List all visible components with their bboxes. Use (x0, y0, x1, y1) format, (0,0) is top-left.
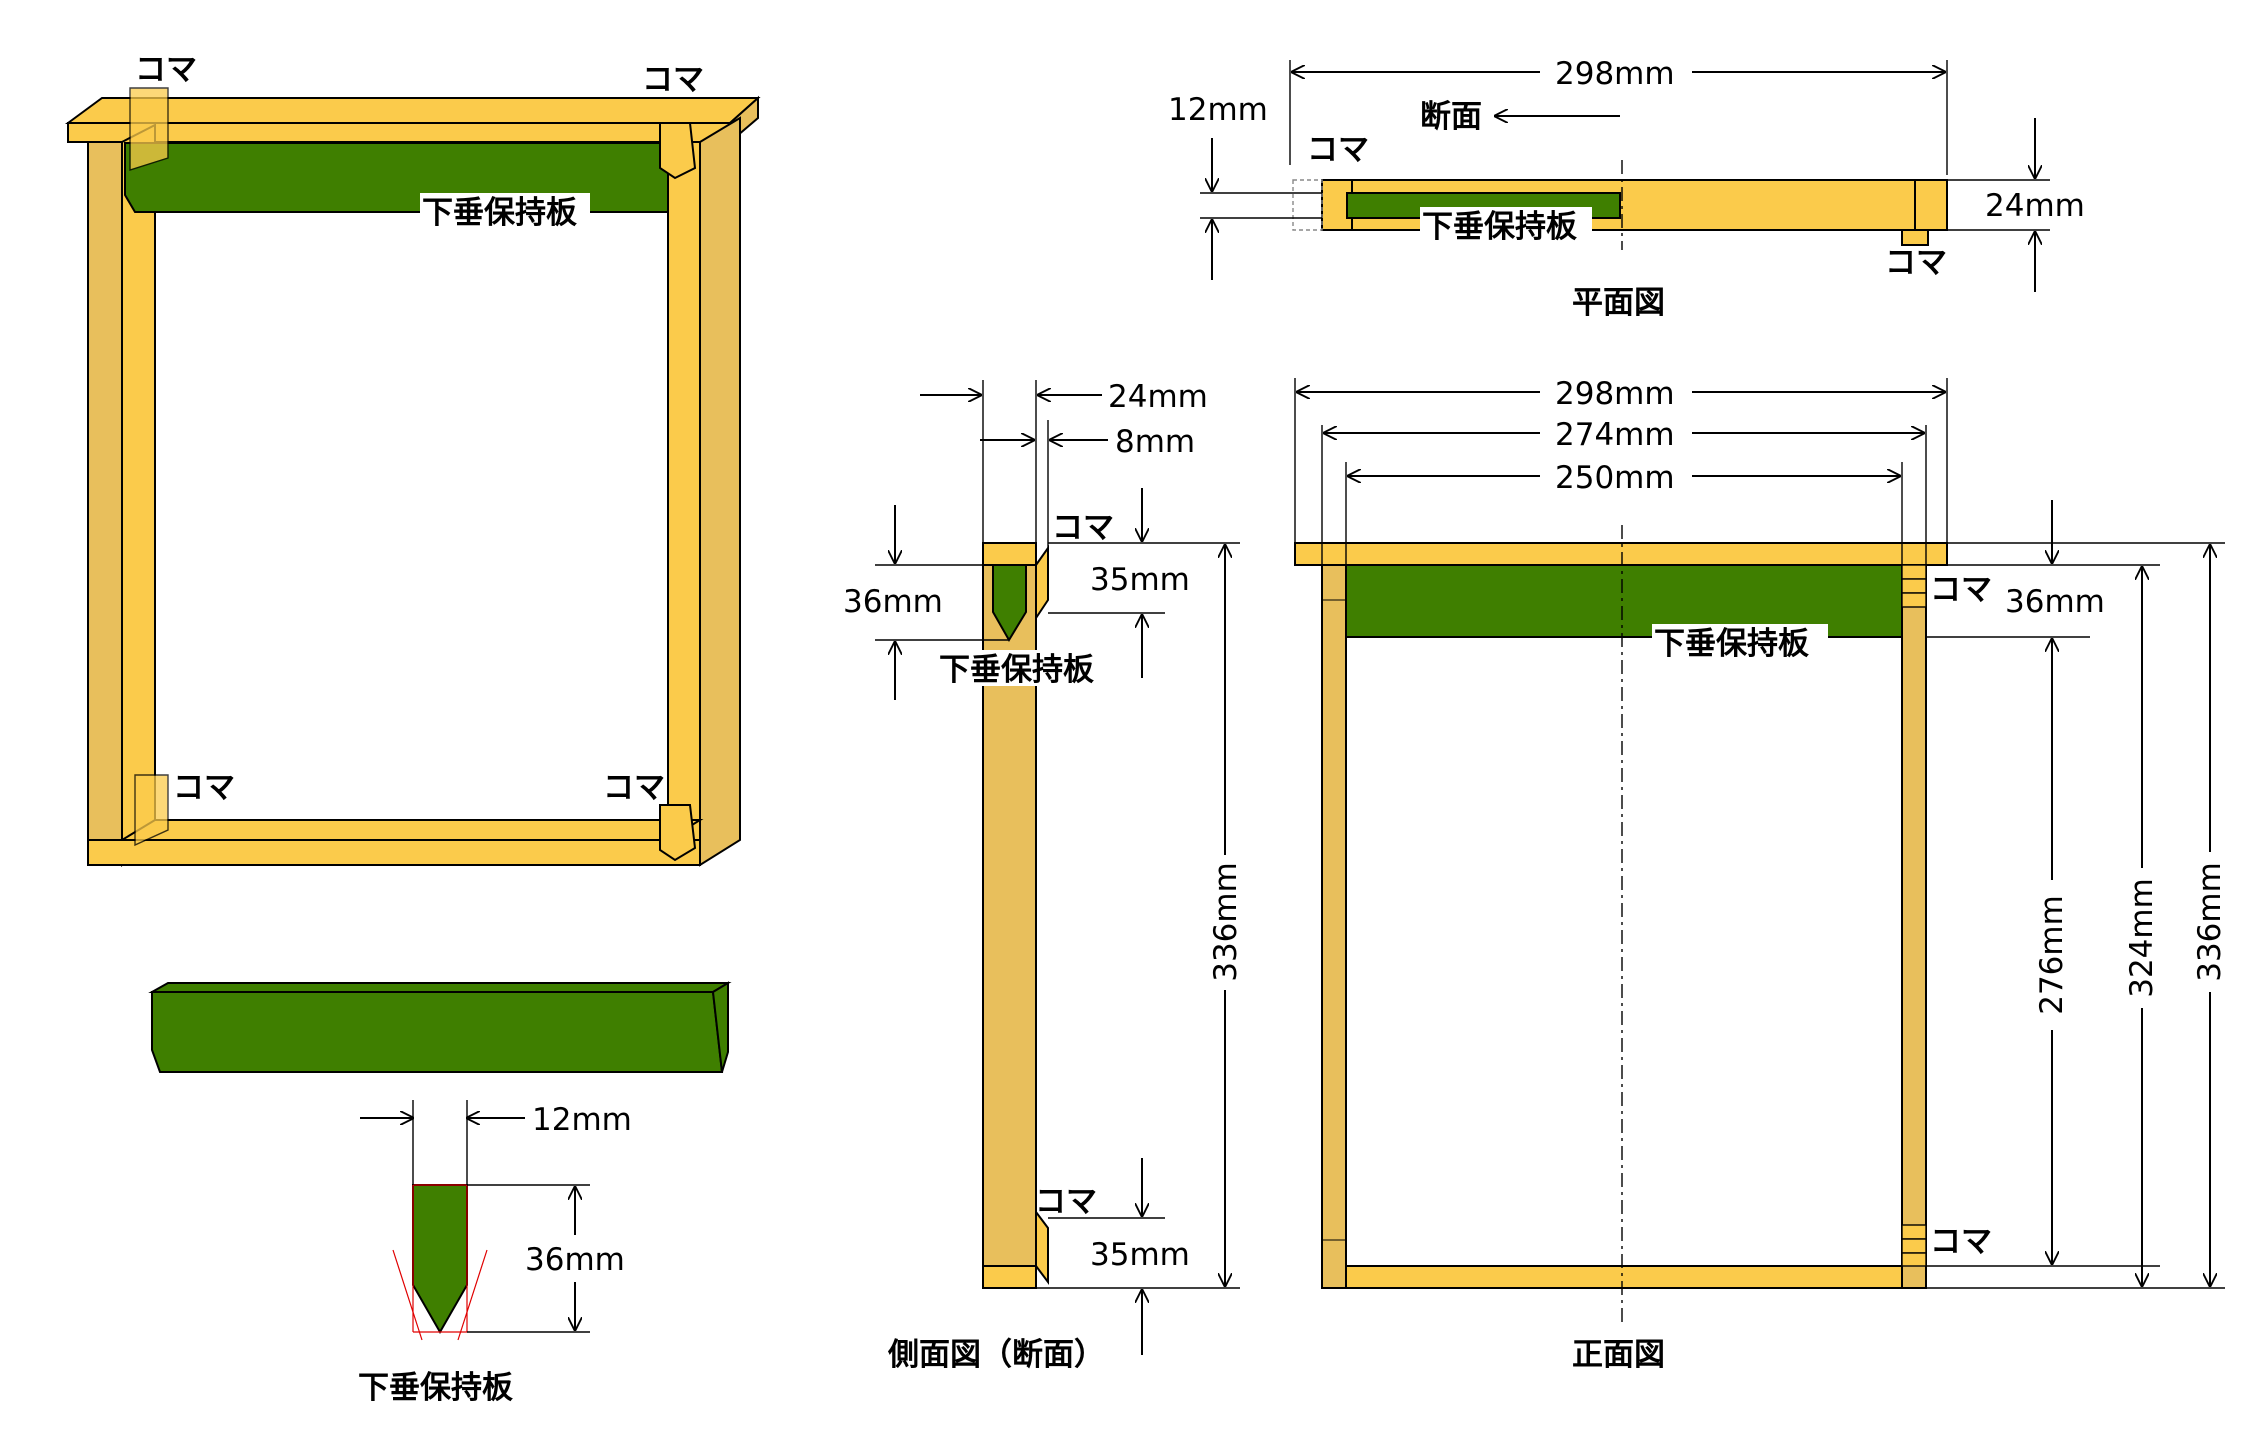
iso-board-label: 下垂保持板 (422, 195, 577, 231)
side-height-dim: 336mm (1208, 862, 1244, 982)
iso-frame: コマ コマ コマ コマ 下垂保持板 (64, 52, 761, 868)
iso-koma-br-label: コマ (603, 770, 665, 806)
front-koma-top-label: コマ (1930, 572, 1992, 608)
front-324-dim: 324mm (2124, 878, 2160, 998)
side-width-dim: 24mm (1108, 379, 1208, 415)
plan-board-label: 下垂保持板 (1422, 209, 1577, 245)
front-mid-dim: 274mm (1555, 417, 1675, 453)
side-view: 24mm 8mm 36mm 35mm 35mm 336mm コマ コマ 下垂保持… (843, 379, 1244, 1373)
plan-width-dim: 298mm (1555, 56, 1675, 92)
plan-koma-right-label: コマ (1885, 245, 1947, 281)
side-board-label: 下垂保持板 (939, 652, 1094, 688)
side-bottom-koma-dim: 35mm (1090, 1237, 1190, 1273)
board-iso (148, 981, 732, 1073)
board-section: 12mm 36mm 下垂保持板 (358, 1100, 632, 1406)
plan-koma-left-label: コマ (1307, 132, 1369, 168)
side-top-koma-dim: 35mm (1090, 562, 1190, 598)
front-inner-dim: 250mm (1555, 460, 1675, 496)
board-width-dim: 12mm (532, 1102, 632, 1138)
iso-koma-tr-label: コマ (642, 62, 704, 98)
plan-thickness-left-dim: 12mm (1168, 92, 1268, 128)
front-outer-dim: 298mm (1555, 376, 1675, 412)
front-title: 正面図 (1572, 1337, 1665, 1373)
front-view: 298mm 274mm 250mm 36mm 276mm 324mm 336mm… (1294, 376, 2228, 1373)
front-276-dim: 276mm (2034, 895, 2070, 1015)
side-title: 側面図（断面） (887, 1337, 1105, 1373)
side-koma-top-label: コマ (1052, 510, 1114, 546)
front-koma-bottom-label: コマ (1930, 1224, 1992, 1260)
board-height-dim: 36mm (525, 1242, 625, 1278)
plan-title: 平面図 (1572, 285, 1665, 321)
plan-section-label: 断面 (1420, 99, 1482, 135)
front-336-dim: 336mm (2192, 862, 2228, 982)
plan-view: 298mm 12mm 24mm 断面 コマ コマ 下垂保持板 平面図 (1168, 56, 2085, 321)
iso-koma-tl-label: コマ (135, 52, 197, 88)
plan-thickness-right-dim: 24mm (1985, 188, 2085, 224)
side-board-dim: 36mm (843, 584, 943, 620)
side-inner-dim: 8mm (1115, 424, 1195, 460)
board-section-title: 下垂保持板 (358, 1370, 513, 1406)
side-koma-bottom-label: コマ (1035, 1184, 1097, 1220)
iso-koma-bl-label: コマ (173, 770, 235, 806)
front-board-label: 下垂保持板 (1654, 626, 1809, 662)
front-board-dim: 36mm (2005, 584, 2105, 620)
